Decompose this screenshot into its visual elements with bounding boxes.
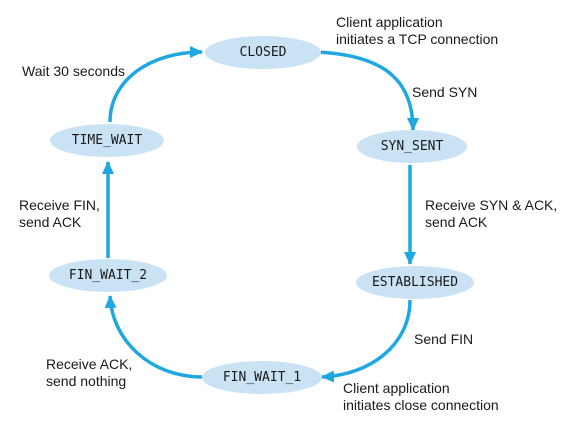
state-time-wait: TIME_WAIT — [50, 124, 164, 157]
state-fin-wait-1: FIN_WAIT_1 — [202, 361, 322, 394]
label-send-syn: Send SYN — [412, 84, 478, 100]
state-established: ESTABLISHED — [356, 266, 474, 299]
label-receive-ack: Receive ACK, send nothing — [46, 356, 133, 389]
state-fin-wait-1-label: FIN_WAIT_1 — [222, 370, 302, 385]
label-client-close: Client application initiates close conne… — [343, 380, 499, 413]
state-syn-sent: SYN_SENT — [357, 130, 467, 163]
label-receive-fin: Receive FIN, send ACK — [19, 197, 100, 230]
label-client-connect: Client application initiates a TCP conne… — [336, 14, 499, 47]
state-fin-wait-2: FIN_WAIT_2 — [49, 259, 167, 292]
state-syn-sent-label: SYN_SENT — [380, 139, 444, 154]
state-closed: CLOSED — [205, 36, 321, 69]
arrow-closed-to-syn-sent — [315, 50, 419, 131]
state-closed-label: CLOSED — [239, 45, 287, 60]
label-wait-30: Wait 30 seconds — [22, 63, 125, 79]
arrow-fin-wait-1-to-fin-wait-2 — [104, 295, 203, 379]
arrow-established-to-fin-wait-1 — [321, 299, 412, 383]
label-send-fin: Send FIN — [414, 331, 474, 347]
state-time-wait-label: TIME_WAIT — [71, 133, 143, 148]
state-established-label: ESTABLISHED — [371, 275, 459, 290]
state-fin-wait-2-label: FIN_WAIT_2 — [68, 268, 148, 283]
arrow-time-wait-to-closed — [108, 46, 203, 123]
label-receive-syn-ack: Receive SYN & ACK, send ACK — [425, 197, 558, 230]
